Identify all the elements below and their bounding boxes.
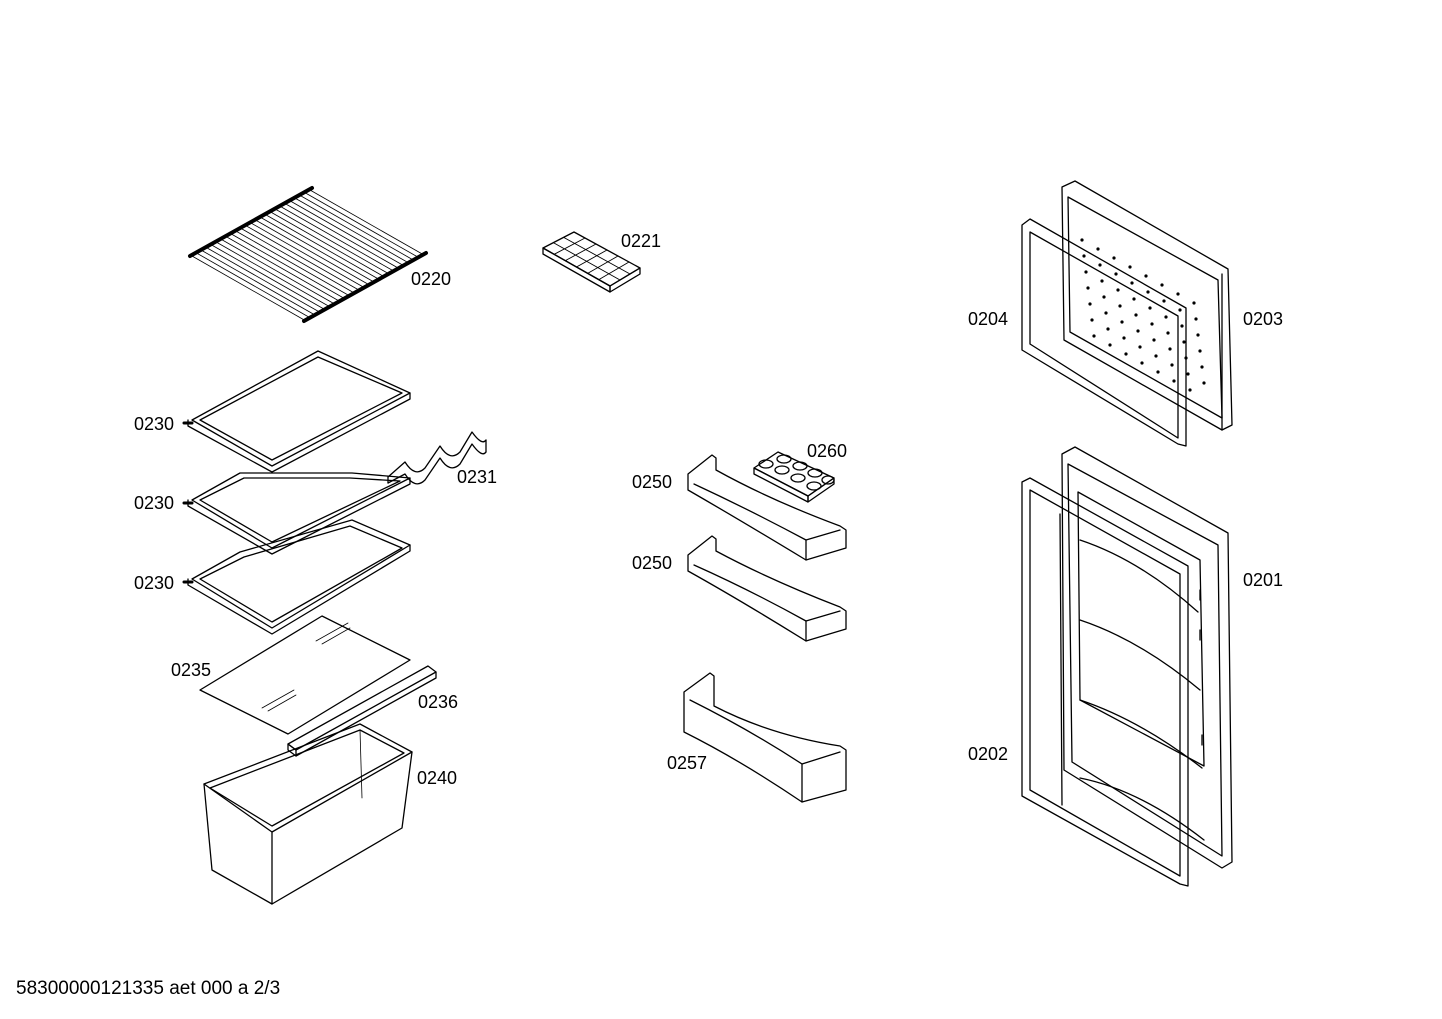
bottle-rack bbox=[683, 672, 847, 803]
label-0236: 0236 bbox=[418, 692, 458, 712]
label-0201: 0201 bbox=[1243, 570, 1283, 590]
label-0230-top: 0230 bbox=[134, 414, 174, 434]
label-0204: 0204 bbox=[968, 309, 1008, 329]
vegetable-crisper-drawer bbox=[203, 723, 413, 905]
label-0202: 0202 bbox=[968, 744, 1008, 764]
egg-tray bbox=[753, 451, 835, 503]
label-0230-bottom: 0230 bbox=[134, 573, 174, 593]
label-0230-middle: 0230 bbox=[134, 493, 174, 513]
label-0220: 0220 bbox=[411, 269, 451, 289]
glass-shelf-3 bbox=[182, 519, 411, 635]
document-id-footer: 58300000121335 aet 000 a 2/3 bbox=[16, 978, 281, 999]
door-rack-1 bbox=[687, 454, 847, 561]
label-0221: 0221 bbox=[621, 231, 661, 251]
label-0240: 0240 bbox=[417, 768, 457, 788]
label-0257: 0257 bbox=[667, 753, 707, 773]
label-0250-top: 0250 bbox=[632, 472, 672, 492]
label-0203: 0203 bbox=[1243, 309, 1283, 329]
label-0250-bottom: 0250 bbox=[632, 553, 672, 573]
bottle-holder bbox=[387, 431, 487, 485]
label-0235: 0235 bbox=[171, 660, 211, 680]
fridge-door-gasket bbox=[1021, 477, 1189, 887]
label-0231: 0231 bbox=[457, 467, 497, 487]
ice-cube-tray bbox=[542, 231, 641, 293]
label-0260: 0260 bbox=[807, 441, 847, 461]
freezer-door-gasket bbox=[1021, 218, 1187, 447]
glass-shelf-1 bbox=[182, 350, 411, 473]
wire-shelf bbox=[188, 186, 428, 323]
glass-shelf-2 bbox=[182, 472, 411, 555]
crisper-glass-cover bbox=[199, 615, 411, 735]
freezer-door bbox=[1061, 180, 1233, 431]
door-rack-2 bbox=[687, 535, 847, 642]
